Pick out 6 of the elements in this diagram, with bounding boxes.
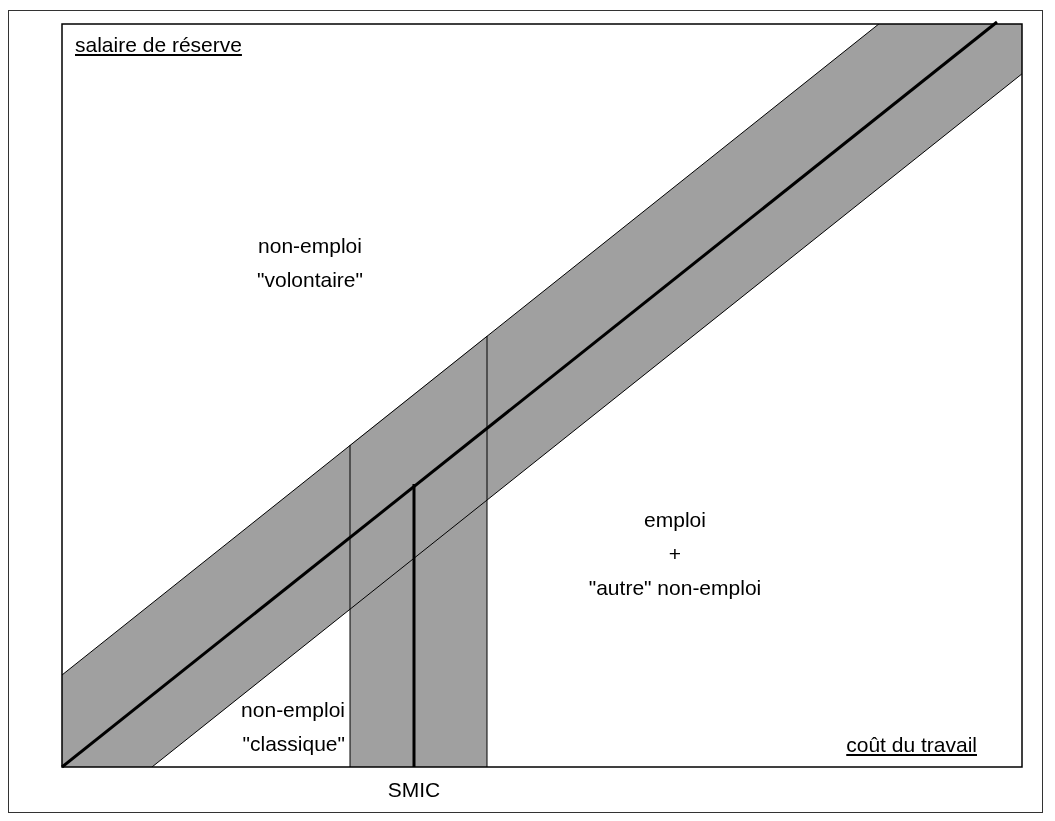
tick-label: SMIC (386, 777, 442, 803)
region-label: emploi + "autre" non-emploi (587, 507, 763, 601)
axis-label: coût du travail (845, 732, 977, 758)
region-label: non-emploi "classique" (240, 697, 345, 757)
axis-label: salaire de réserve (75, 32, 242, 58)
region-label: non-emploi "volontaire" (256, 233, 364, 293)
